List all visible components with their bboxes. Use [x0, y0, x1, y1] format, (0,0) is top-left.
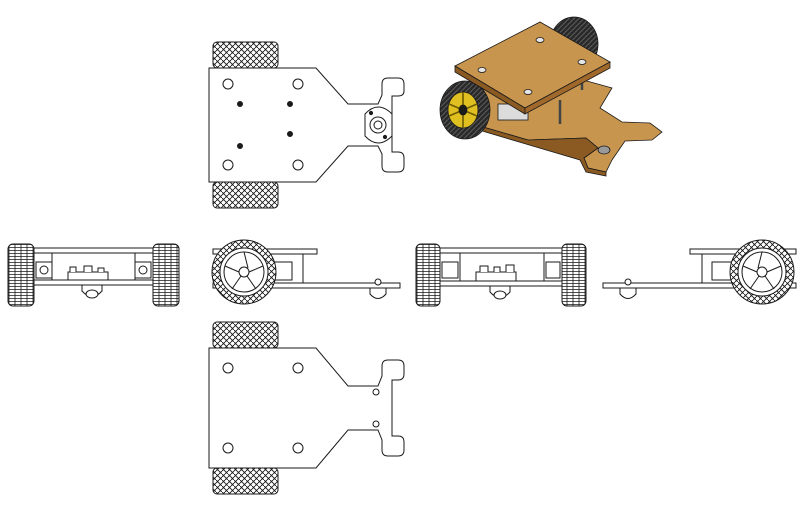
right-caster [619, 287, 637, 299]
rear-view [415, 243, 587, 307]
screw [237, 143, 243, 149]
iso-caster [597, 145, 611, 155]
caster-screw [372, 420, 380, 428]
top-view-chassis-plate [208, 67, 405, 183]
caster-screw [372, 388, 380, 396]
mount-hole [292, 362, 304, 374]
mount-hole [222, 78, 234, 90]
left-wheel-spokes [224, 251, 264, 290]
mount-hole [222, 442, 234, 454]
left-side-view [211, 239, 401, 305]
rear-board [475, 271, 517, 282]
top-view-wheel-lower [212, 181, 279, 209]
mount-hole [292, 78, 304, 90]
rear-motor-right [545, 261, 561, 279]
mount-hole [222, 159, 234, 171]
left-caster [369, 287, 387, 299]
top-view-wheel-upper [212, 41, 279, 69]
front-lower-plate [33, 279, 154, 286]
top-view [208, 41, 405, 209]
bottom-view-wheel-lower [212, 467, 279, 495]
rear-lower-plate [439, 280, 563, 287]
front-view [7, 243, 180, 307]
caster-bracket [364, 106, 393, 144]
front-wheel-right [152, 243, 180, 307]
mount-hole [292, 442, 304, 454]
isometric-view [439, 16, 663, 177]
mount-hole [222, 362, 234, 374]
right-wheel-spokes [742, 251, 782, 290]
bottom-view [208, 321, 405, 495]
rear-motor-left [441, 261, 459, 279]
rear-top-plate [439, 247, 563, 254]
caster-ball [369, 116, 387, 134]
front-board [67, 271, 109, 281]
rear-wheel-left [415, 243, 441, 307]
front-top-plate [33, 247, 154, 254]
rear-wheel-right [561, 243, 587, 307]
bottom-view-wheel-upper [212, 321, 279, 349]
screw [287, 131, 293, 137]
right-side-view [602, 239, 797, 305]
mount-hole [292, 159, 304, 171]
screw [287, 101, 293, 107]
bottom-view-chassis-plate [208, 347, 405, 469]
screw [237, 101, 243, 107]
front-wheel-left [7, 243, 35, 307]
